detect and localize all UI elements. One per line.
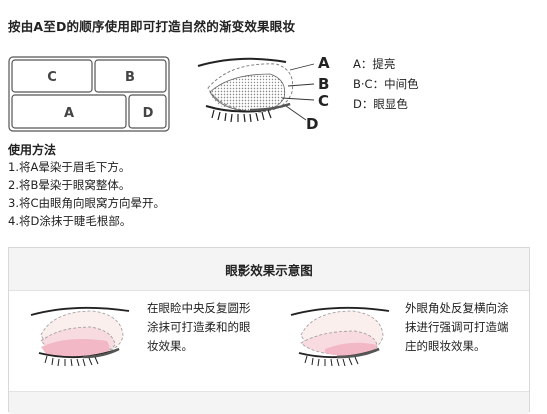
color-legend: A：提亮 B·C：中间色 D：眼显色: [353, 54, 419, 114]
method-step: 1.将A晕染于眉毛下方。: [8, 160, 131, 174]
palette-label-b: B: [125, 70, 135, 85]
method-step: 4.将D涂抹于睫毛根部。: [8, 214, 132, 228]
palette-cell-c: [11, 59, 93, 93]
top-divider: [0, 0, 530, 1]
palette-label-a: A: [64, 106, 74, 121]
effect-eye-soft-illustration: [30, 306, 130, 367]
eyebrow-line: [197, 57, 287, 67]
palette-cell-a: [11, 94, 127, 129]
method-title: 使用方法: [8, 143, 57, 157]
effect-panel-body: 在眼睑中央反复圆形 涂抹可打造柔和的眼 妆效果。 外眼角处反复横向涂 抹进行强调…: [9, 291, 529, 414]
palette-diagram: C B A D: [8, 56, 170, 132]
palette-cell-d: [128, 94, 167, 129]
diagram-label-b: B: [318, 75, 329, 93]
effect-description-soft: 在眼睑中央反复圆形 涂抹可打造柔和的眼 妆效果。: [147, 301, 251, 353]
legend-item: D：眼显色: [353, 97, 408, 111]
method-step: 2.将B晕染于眼窝整体。: [8, 178, 131, 192]
panel-bottom-strip: [9, 391, 529, 414]
method-step: 3.将C由眼角向眼窝方向晕开。: [8, 196, 166, 210]
diagram-label-d: D: [306, 115, 318, 133]
zone-c-area: [210, 85, 280, 109]
eye-application-diagram: A B C D: [197, 54, 330, 133]
effect-eye-defined-illustration: [290, 306, 390, 367]
effect-description-defined: 外眼角处反复横向涂 抹进行强调可打造端 庄的眼妆效果。: [405, 301, 509, 353]
zone-d-liner: [249, 102, 291, 112]
method-steps: 1.将A晕染于眉毛下方。 2.将B晕染于眼窝整体。 3.将C由眼角向眼窝方向晕开…: [8, 158, 165, 230]
palette-cell-b: [94, 59, 167, 93]
diagram-label-a: A: [318, 54, 330, 72]
lashes: [211, 109, 272, 123]
palette-label-d: D: [143, 106, 154, 121]
effect-panel-title: 眼影效果示意图: [9, 248, 529, 291]
effect-panel: 眼影效果示意图 在眼睑中央反复圆形 涂抹可打造柔和的眼 妆效果。: [8, 247, 530, 414]
page-heading: 按由A至D的顺序使用即可打造自然的渐变效果眼妆: [8, 19, 296, 34]
diagram-label-c: C: [318, 92, 329, 110]
palette-label-c: C: [47, 70, 57, 85]
legend-item: B·C：中间色: [353, 77, 419, 91]
legend-item: A：提亮: [353, 57, 396, 71]
